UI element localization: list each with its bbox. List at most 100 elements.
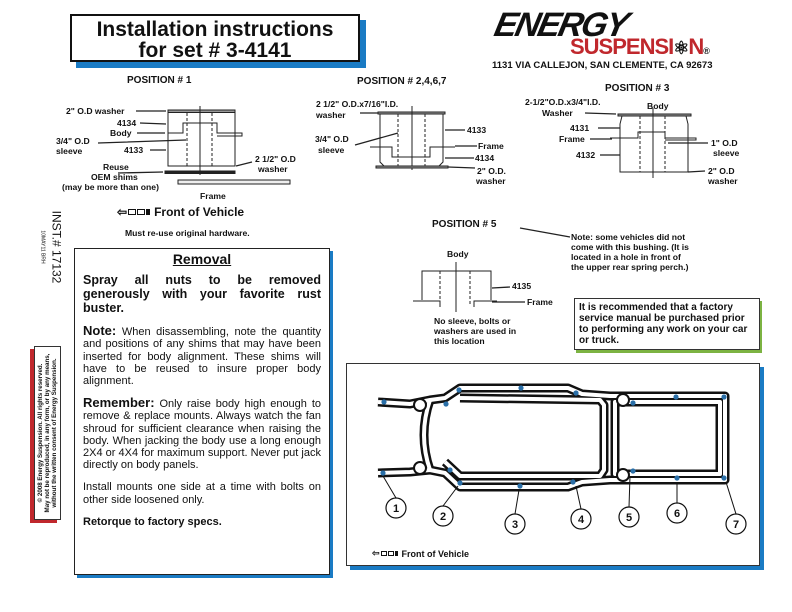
title-box: Installation instructions for set # 3-41…: [70, 14, 360, 62]
position-number: 2: [440, 511, 446, 523]
side-note: Note: some vehicles did not: [571, 232, 686, 242]
title-line-2: for set # 3-4141: [138, 39, 292, 62]
frame-hole: [616, 393, 630, 407]
label: Reuse: [103, 162, 129, 172]
position-callout: [618, 506, 640, 528]
side-note: the upper rear spring perch.): [571, 262, 689, 272]
position-1-diagram: [97, 106, 291, 185]
label: Frame: [200, 191, 226, 201]
frame-rail-inner: [422, 399, 432, 471]
position-callout: [432, 505, 454, 527]
mount-point-dot: [381, 399, 387, 405]
front-arrow-icon: ⇦: [117, 205, 151, 219]
note-label: Note:: [83, 323, 117, 339]
label: (may be more than one): [62, 182, 159, 192]
label: Frame: [527, 297, 553, 307]
recommendation-box: It is recommended that a factory service…: [574, 298, 760, 350]
hardware-note: Must re-use original hardware.: [125, 228, 250, 238]
label: sleeve: [56, 146, 83, 156]
mount-point-dot: [447, 467, 453, 473]
label: Body: [647, 101, 669, 111]
remember-text: Only raise body high enough to remove & …: [83, 398, 321, 472]
label: Washer: [542, 108, 573, 118]
atom-icon: ⚛: [673, 38, 689, 58]
label: 2" O.D: [708, 166, 735, 176]
frame-rail: [610, 397, 725, 479]
position-3-header: POSITION # 3: [605, 83, 670, 94]
frame-rail: [441, 393, 609, 481]
mount-point-dot: [674, 475, 680, 481]
label: Frame: [559, 134, 585, 144]
front-arrow-icon: ⇦: [372, 548, 398, 559]
callout-line: [628, 475, 631, 508]
frame-hole: [616, 468, 630, 482]
logo-text: SUSPENSI: [570, 34, 674, 59]
mount-point-dot: [518, 385, 524, 391]
label: 3/4" O.D: [56, 136, 90, 146]
label: Frame: [478, 141, 504, 151]
front-of-vehicle-label: Front of Vehicle: [401, 548, 470, 559]
label: No sleeve, bolts or: [434, 316, 511, 326]
label: 4134: [475, 153, 495, 163]
label: 2" O.D washer: [66, 106, 125, 116]
position-1-header: POSITION # 1: [127, 75, 192, 86]
position-number: 5: [626, 512, 632, 524]
removal-note: Note: When disassembling, note the quant…: [83, 323, 321, 388]
label: sleeve: [713, 148, 740, 158]
mount-point-dot: [721, 475, 727, 481]
frame-hole: [413, 461, 427, 475]
callout-line: [442, 485, 459, 507]
label: 4131: [570, 123, 590, 133]
label: this location: [434, 336, 485, 346]
note-text: When disassembling, note the quantity an…: [83, 326, 321, 388]
label: 4132: [576, 150, 596, 160]
callout-line: [382, 475, 397, 499]
position-number: 3: [512, 519, 518, 531]
label: 3/4" O.D: [315, 134, 349, 144]
side-note: located in a hole in front of: [571, 252, 681, 262]
mount-point-dot: [630, 400, 636, 406]
position-2-header: POSITION # 2,4,6,7: [357, 76, 447, 87]
label: 2 1/2" O.D.x7/16"I.D.: [316, 99, 399, 109]
front-of-vehicle-indicator: ⇦ Front of Vehicle: [117, 205, 244, 219]
frame-rail-inner: [377, 386, 727, 489]
label: 1" O.D: [711, 138, 738, 148]
position-number: 1: [393, 503, 399, 515]
label: 2" O.D.: [477, 166, 506, 176]
address: 1131 VIA CALLEJON, SAN CLEMENTE, CA 9267…: [492, 60, 713, 71]
logo-suspension: SUSPENSI⚛N®: [570, 34, 710, 60]
label: Body: [447, 249, 469, 259]
position-3-diagram: [584, 108, 708, 178]
position-callout: [570, 508, 592, 530]
label: 4134: [117, 118, 137, 128]
mount-point-dot: [443, 401, 449, 407]
side-note: come with this bushing. (It is: [571, 242, 689, 252]
callout-line: [514, 489, 520, 515]
label: washer: [476, 176, 506, 186]
label: 4133: [467, 125, 487, 135]
mount-point-dot: [457, 480, 463, 486]
mount-point-dot: [570, 479, 576, 485]
mount-point-dot: [673, 394, 679, 400]
label: washer: [258, 164, 288, 174]
label: 4133: [124, 145, 144, 155]
logo-end: N: [688, 34, 704, 59]
mount-point-dot: [573, 390, 579, 396]
position-callout: [725, 513, 747, 535]
mount-point-dot: [517, 483, 523, 489]
position-number: 6: [674, 508, 680, 520]
removal-box: Removal Spray all nuts to be removed gen…: [74, 248, 330, 575]
position-2-diagram: [354, 106, 477, 170]
label: washer: [708, 176, 738, 186]
label: washer: [316, 110, 346, 120]
mount-point-dot: [456, 387, 462, 393]
remember-label: Remember:: [83, 395, 155, 411]
position-number: 4: [578, 514, 585, 526]
registered-mark: ®: [703, 46, 710, 56]
frame-front-of-vehicle: ⇦ Front of Vehicle: [372, 548, 469, 559]
position-5-header: POSITION # 5: [432, 219, 497, 230]
front-of-vehicle-label: Front of Vehicle: [154, 205, 245, 219]
label: sleeve: [318, 145, 345, 155]
frame-rail-inner: [613, 400, 722, 476]
